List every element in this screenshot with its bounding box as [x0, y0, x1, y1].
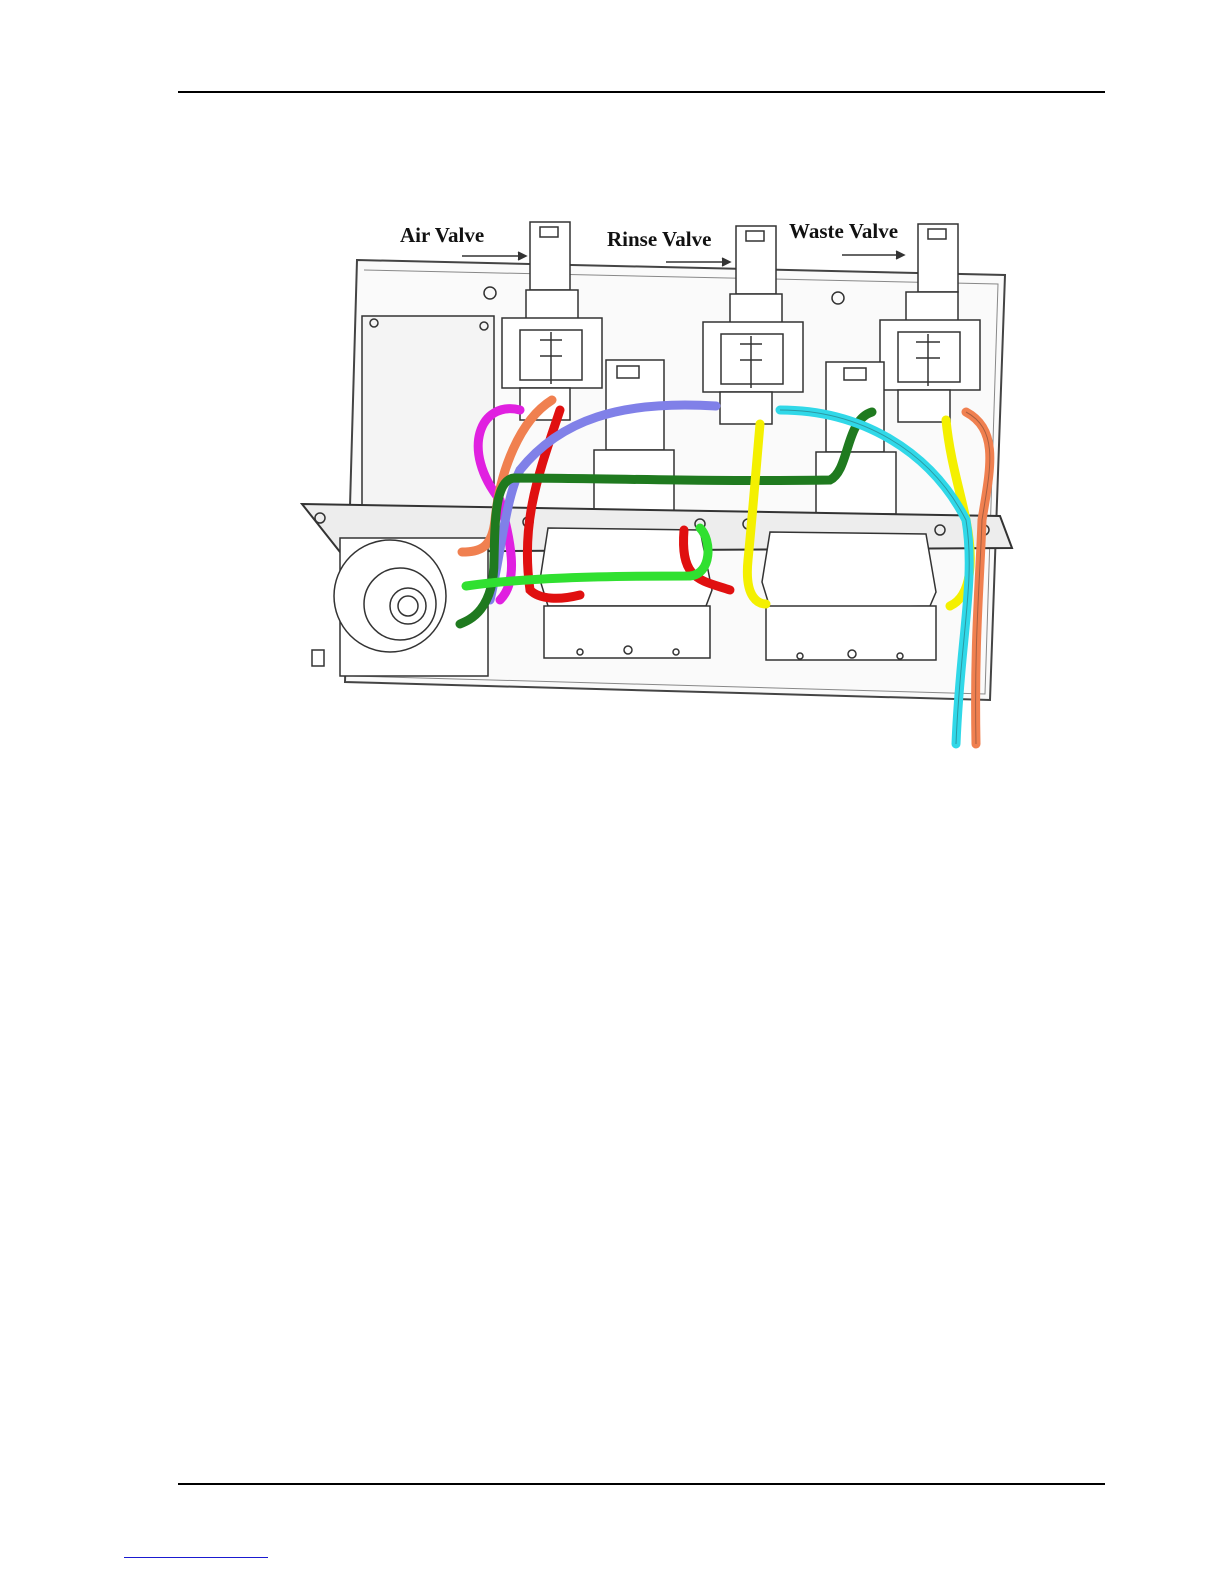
header-rule [178, 91, 1105, 93]
reservoir-left [594, 360, 674, 512]
footer-rule [178, 1483, 1105, 1485]
rinse-valve-arrow [666, 258, 730, 266]
footnote-separator [124, 1557, 268, 1558]
pump-right [762, 532, 936, 660]
waste-valve-arrow [842, 251, 904, 259]
inner-panel [362, 316, 494, 508]
motor-housing [312, 538, 488, 676]
valve-assembly-diagram [290, 210, 1030, 760]
air-valve-arrow [462, 252, 526, 260]
